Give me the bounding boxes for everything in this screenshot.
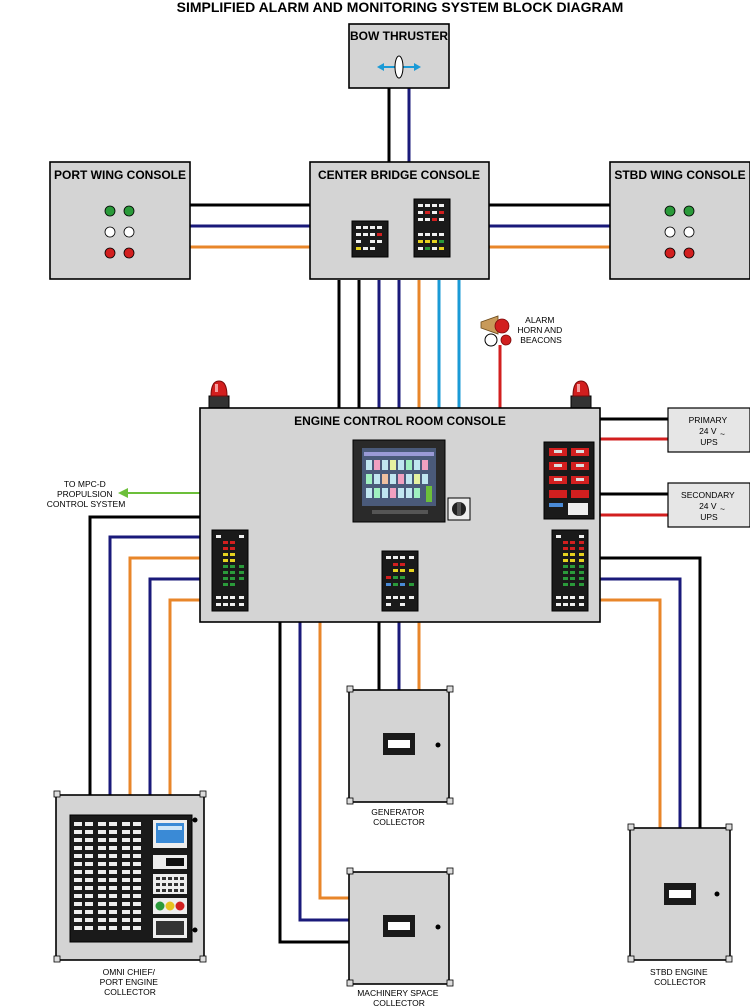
alarm-horn-icon [480,315,512,347]
stbd-wing-label: STBD WING CONSOLE [614,168,745,182]
propeller-icon [377,55,421,79]
bow-thruster-label: BOW THRUSTER [350,29,448,43]
machinery-collector-label: MACHINERY SPACE COLLECTOR [357,988,441,1007]
port-wing-label: PORT WING CONSOLE [54,168,186,182]
svg-text:~: ~ [720,504,725,514]
engine-control-room-console: ENGINE CONTROL ROOM CONSOLE [199,407,601,623]
center-bridge-console: CENTER BRIDGE CONSOLE [309,161,490,280]
primary-ups-box: PRIMARY 24 V UPS ~ [667,407,750,453]
beacon-right-icon [570,380,592,409]
ecr-alarm-panel-right [543,441,595,520]
alarm-label: ALARM HORN AND BEACONS [517,315,564,345]
bridge-alarm-panel-large [413,198,451,258]
stbd-wing-console: STBD WING CONSOLE [609,161,750,280]
mpc-arrow [118,488,200,498]
secondary-ups-label: SECONDARY 24 V UPS [681,490,737,522]
generator-collector-box [346,685,454,805]
stbd-wing-indicator-lights [664,205,695,259]
omnichief-collector-label: OMNI CHIEF/ PORT ENGINE COLLECTOR [100,967,161,997]
svg-text:~: ~ [720,429,725,439]
ecr-bar-panel-center [381,550,419,612]
generator-collector-label: GENERATOR COLLECTOR [371,807,426,827]
primary-ups-label: PRIMARY 24 V UPS [689,415,730,447]
port-wing-console: PORT WING CONSOLE [49,161,191,280]
wiring [88,88,702,944]
center-bridge-label: CENTER BRIDGE CONSOLE [318,168,480,182]
ecr-bar-panel-right [551,529,589,612]
bow-thruster-box: BOW THRUSTER [348,23,450,89]
ecr-bar-panel-left [211,529,249,612]
stbd-engine-collector-box [627,823,733,963]
port-wing-indicator-lights [104,205,135,259]
ecr-label: ENGINE CONTROL ROOM CONSOLE [294,414,506,428]
bridge-alarm-panel-small [351,220,389,258]
machinery-collector-box [346,867,454,987]
secondary-ups-box: SECONDARY 24 V UPS ~ [667,482,750,528]
ecr-monitor [352,439,446,523]
beacon-left-icon [208,380,230,409]
key-switch-icon [447,497,471,521]
mpc-label: TO MPC-D PROPULSION CONTROL SYSTEM [47,479,126,509]
stbd-engine-collector-label: STBD ENGINE COLLECTOR [650,967,710,987]
omnichief-collector-box [53,790,207,963]
diagram-title: SIMPLIFIED ALARM AND MONITORING SYSTEM B… [177,0,624,15]
